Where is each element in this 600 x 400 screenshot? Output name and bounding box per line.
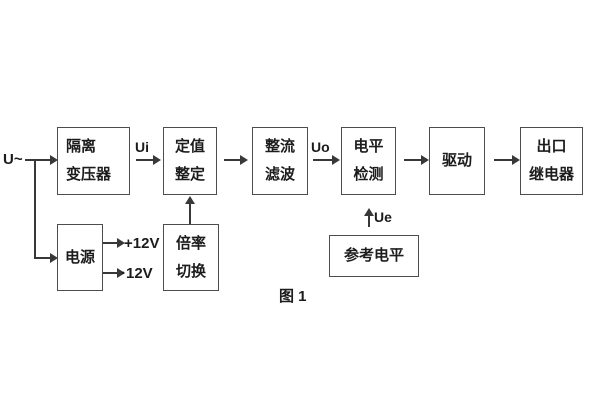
block-label: 电源 xyxy=(64,248,95,266)
block-label: 检测 xyxy=(353,166,384,183)
block-driver: 驱动 xyxy=(429,127,485,195)
block-label: 变压器 xyxy=(66,166,112,183)
connector-ratio-to-setting xyxy=(189,204,191,224)
block-label: 驱动 xyxy=(441,152,472,169)
block-label: 定值 xyxy=(174,138,205,155)
connector-ue xyxy=(368,216,370,227)
connector-ui xyxy=(136,159,153,161)
arrowhead-icon xyxy=(332,155,340,165)
block-label: 倍率 xyxy=(175,234,206,252)
connector-input-to-power xyxy=(34,257,50,259)
connector-plus-12v xyxy=(103,242,117,244)
block-isolation-transformer: 隔离 变压器 xyxy=(57,127,130,195)
label-uo: Uo xyxy=(311,139,330,155)
connector-level-to-driver xyxy=(404,159,421,161)
connector-driver-to-relay xyxy=(494,159,512,161)
figure-caption: 图 1 xyxy=(279,288,307,305)
arrowhead-icon xyxy=(117,268,125,278)
block-power-supply: 电源 xyxy=(57,224,103,291)
block-setpoint-setting: 定值 整定 xyxy=(163,127,217,195)
block-label: 隔离 xyxy=(66,138,97,155)
block-rectifier-filter: 整流 滤波 xyxy=(252,127,308,195)
block-label: 出口 xyxy=(536,138,567,155)
block-output-relay: 出口 继电器 xyxy=(520,127,583,195)
block-label: 切换 xyxy=(175,262,206,280)
arrowhead-icon xyxy=(512,155,520,165)
arrowhead-icon xyxy=(50,155,58,165)
connector-input-branch xyxy=(34,159,36,259)
block-label: 整流 xyxy=(264,138,295,155)
label-input-signal: U~ xyxy=(3,151,23,168)
arrowhead-icon xyxy=(153,155,161,165)
connector-uo xyxy=(313,159,332,161)
arrowhead-icon xyxy=(364,208,374,216)
label-ue: Ue xyxy=(374,209,392,225)
block-reference-level: 参考电平 xyxy=(329,235,419,277)
block-label: 继电器 xyxy=(528,166,574,183)
arrowhead-icon xyxy=(117,238,125,248)
label-ui: Ui xyxy=(135,139,149,155)
label-plus-12v: +12V xyxy=(124,235,160,252)
connector-input-to-transformer xyxy=(25,159,51,161)
label-minus-12v: ·12V xyxy=(121,265,153,282)
block-ratio-switching: 倍率 切换 xyxy=(163,224,219,291)
connector-setting-to-rectifier xyxy=(224,159,240,161)
block-level-detection: 电平 检测 xyxy=(341,127,396,195)
arrowhead-icon xyxy=(240,155,248,165)
arrowhead-icon xyxy=(50,253,58,263)
arrowhead-icon xyxy=(185,196,195,204)
arrowhead-icon xyxy=(421,155,429,165)
block-label: 电平 xyxy=(353,138,384,155)
block-label: 滤波 xyxy=(264,166,295,183)
block-label: 参考电平 xyxy=(343,247,404,264)
block-label: 整定 xyxy=(174,166,205,183)
connector-minus-12v xyxy=(103,272,117,274)
